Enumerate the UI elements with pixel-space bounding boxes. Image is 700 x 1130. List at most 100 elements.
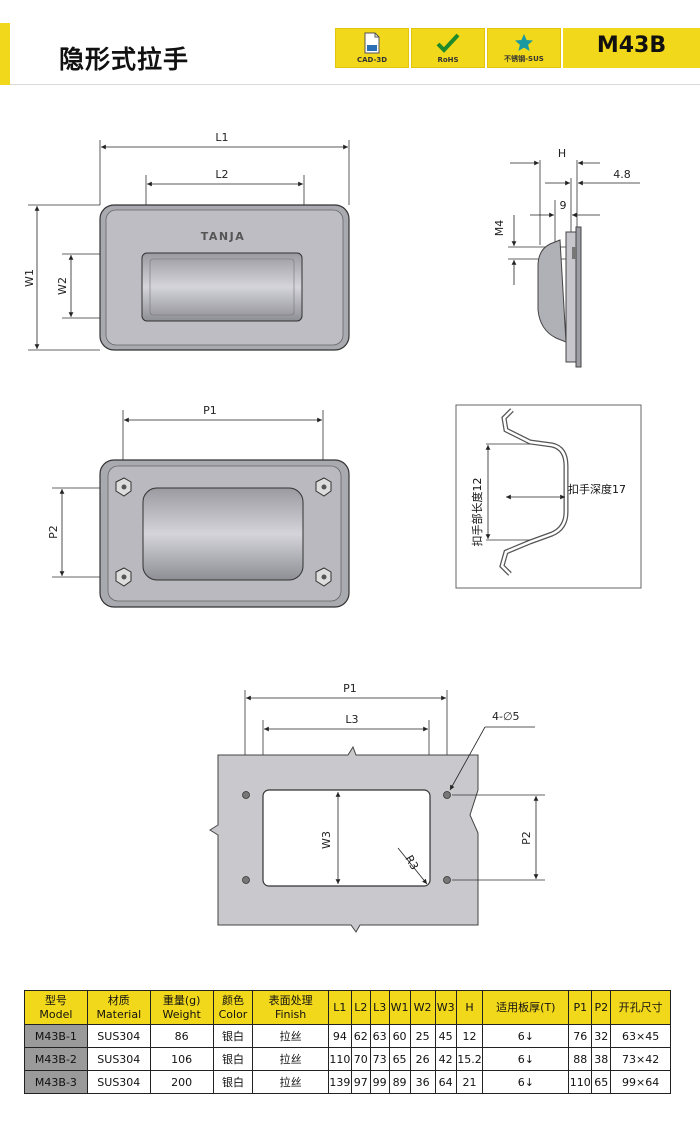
document-icon bbox=[336, 32, 408, 59]
dim-4-8: 4.8 bbox=[613, 168, 631, 181]
cell-L3: 63 bbox=[369, 1024, 390, 1048]
badge-label: 不锈钢-SUS bbox=[504, 55, 544, 63]
header-cutout-size: 开孔尺寸 bbox=[610, 990, 671, 1025]
cell-weight: 200 bbox=[149, 1070, 214, 1094]
header-W3: W3 bbox=[434, 990, 457, 1025]
cell-cutout-size: 63×45 bbox=[610, 1024, 671, 1048]
dim-L1: L1 bbox=[215, 131, 228, 144]
cell-L2: 62 bbox=[350, 1024, 371, 1048]
model-box bbox=[563, 28, 700, 68]
header-L2: L2 bbox=[350, 990, 371, 1025]
brand-logo: TANJA bbox=[201, 230, 245, 243]
dim-P1: P1 bbox=[203, 404, 217, 417]
cell-W2: 36 bbox=[409, 1070, 436, 1094]
cell-color: 银白 bbox=[212, 1047, 254, 1071]
dim-L2: L2 bbox=[215, 168, 228, 181]
header-W2: W2 bbox=[409, 990, 436, 1025]
cell-model: M43B-3 bbox=[24, 1070, 88, 1094]
dim-W1: W1 bbox=[23, 269, 36, 287]
cell-P1: 88 bbox=[568, 1047, 593, 1071]
front-view: L1 L2 W1 W2 TANJA bbox=[23, 131, 350, 351]
dim-P2: P2 bbox=[520, 831, 533, 845]
header-accent-bar bbox=[0, 23, 10, 85]
cell-finish: 拉丝 bbox=[252, 1070, 329, 1094]
dim-P1: P1 bbox=[343, 682, 357, 695]
header-H: H bbox=[455, 990, 484, 1025]
cell-P2: 38 bbox=[591, 1047, 612, 1071]
cell-L2: 70 bbox=[350, 1047, 371, 1071]
cell-L3: 99 bbox=[369, 1070, 390, 1094]
dim-W2: W2 bbox=[56, 277, 69, 295]
cell-P2: 65 bbox=[591, 1070, 612, 1094]
dim-M4: M4 bbox=[493, 220, 506, 237]
cell-W3: 64 bbox=[434, 1070, 457, 1094]
cell-P1: 110 bbox=[568, 1070, 593, 1094]
cell-P1: 76 bbox=[568, 1024, 593, 1048]
cell-W3: 42 bbox=[434, 1047, 457, 1071]
dim-9: 9 bbox=[560, 199, 567, 212]
stainless-sus-badge[interactable]: 不锈钢-SUS bbox=[487, 28, 561, 68]
cell-H: 15.2 bbox=[455, 1047, 484, 1071]
cell-L1: 110 bbox=[327, 1047, 352, 1071]
dim-P2: P2 bbox=[47, 525, 60, 539]
cell-weight: 106 bbox=[149, 1047, 214, 1071]
checkmark-icon bbox=[412, 32, 484, 59]
cell-finish: 拉丝 bbox=[252, 1024, 329, 1048]
cad-3d-badge[interactable]: CAD-3D bbox=[335, 28, 409, 68]
header-P2: P2 bbox=[591, 990, 612, 1025]
cell-color: 银白 bbox=[212, 1070, 254, 1094]
cell-L1: 139 bbox=[327, 1070, 352, 1094]
cutout-view: P1 L3 4-∅5 W3 R3 P2 bbox=[209, 682, 545, 933]
cell-W1: 89 bbox=[388, 1070, 411, 1094]
badge-label: CAD-3D bbox=[356, 56, 388, 64]
section-view: 扣手深度17 扣手部长度12 bbox=[455, 404, 642, 589]
dim-W3: W3 bbox=[320, 831, 333, 849]
star-icon bbox=[488, 32, 560, 59]
grip-length-label: 扣手部长度12 bbox=[470, 478, 484, 547]
header-P1: P1 bbox=[568, 990, 593, 1025]
cell-L1: 94 bbox=[327, 1024, 352, 1048]
cell-finish: 拉丝 bbox=[252, 1047, 329, 1071]
hole-spec-label: 4-∅5 bbox=[492, 710, 520, 723]
cell-thickness: 6↓ bbox=[482, 1070, 570, 1094]
technical-drawing: L1 L2 W1 W2 TANJA H 4.8 9 bbox=[23, 131, 642, 933]
page-title: 隐形式拉手 bbox=[59, 45, 190, 74]
cell-cutout-size: 73×42 bbox=[610, 1047, 671, 1071]
header-W1: W1 bbox=[388, 990, 411, 1025]
cell-L2: 97 bbox=[350, 1070, 371, 1094]
cell-H: 12 bbox=[455, 1024, 484, 1048]
rohs-badge[interactable]: RoHS bbox=[411, 28, 485, 68]
cell-W1: 60 bbox=[388, 1024, 411, 1048]
side-view: H 4.8 9 M4 bbox=[493, 147, 640, 368]
cell-thickness: 6↓ bbox=[482, 1024, 570, 1048]
header-L1: L1 bbox=[327, 990, 352, 1025]
cell-model: M43B-1 bbox=[24, 1024, 88, 1048]
cell-cutout-size: 99×64 bbox=[610, 1070, 671, 1094]
cell-W3: 45 bbox=[434, 1024, 457, 1048]
cell-material: SUS304 bbox=[86, 1070, 151, 1094]
model-number: M43B bbox=[596, 33, 667, 58]
cell-W2: 26 bbox=[409, 1047, 436, 1071]
cell-W1: 65 bbox=[388, 1047, 411, 1071]
dim-L3: L3 bbox=[345, 713, 358, 726]
cell-color: 银白 bbox=[212, 1024, 254, 1048]
cell-material: SUS304 bbox=[86, 1047, 151, 1071]
cell-P2: 32 bbox=[591, 1024, 612, 1048]
cell-L3: 73 bbox=[369, 1047, 390, 1071]
dim-R3: R3 bbox=[402, 853, 421, 872]
dim-H: H bbox=[558, 147, 566, 160]
badge-label: RoHS bbox=[437, 56, 459, 64]
header-thickness: 适用板厚(T) bbox=[482, 990, 570, 1025]
header-L3: L3 bbox=[369, 990, 390, 1025]
cell-weight: 86 bbox=[149, 1024, 214, 1048]
header-divider bbox=[10, 84, 700, 85]
